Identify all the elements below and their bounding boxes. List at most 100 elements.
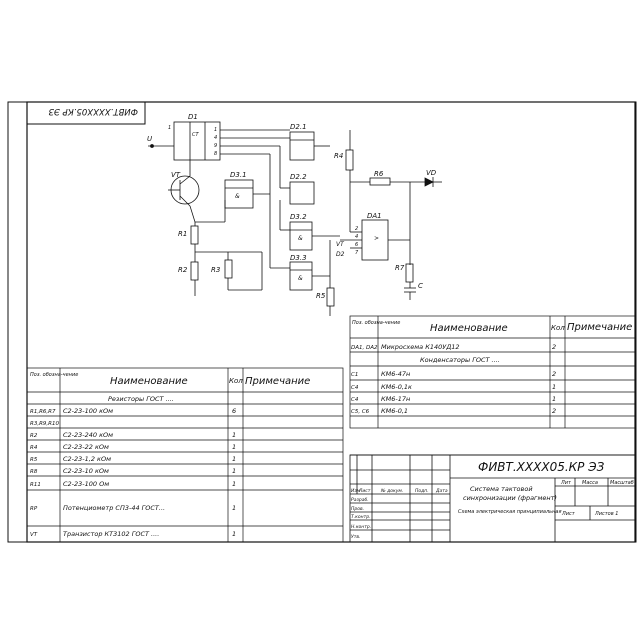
bom-right-qty: 2 (552, 370, 556, 378)
bom-left-h-pos: Поз. обозна-чение (30, 372, 78, 378)
schematic-labels: D1 CT 1 1 4 9 8 U VT D2.1 D2.2 D3.1 & D3… (147, 113, 437, 300)
bom-right-name: Конденсаторы ГОСТ .... (420, 356, 500, 364)
bom-left-name: Потенциометр СП3-44 ГОСТ... (63, 504, 165, 512)
d2-2-box (289, 181, 315, 205)
bom-left-name: Резисторы ГОСТ .... (108, 395, 174, 403)
bom-left-pos: R11 (30, 482, 41, 488)
label-da1-func: > (374, 235, 379, 242)
bom-left-qty: 1 (232, 455, 236, 463)
bom-left-name: С2-23-10 кОм (63, 467, 109, 475)
tb-role-nkontr: Н.контр. (351, 524, 371, 530)
r1 (190, 225, 199, 245)
bom-right-grid (349, 315, 637, 429)
label-da1: DA1 (367, 212, 382, 220)
label-u: U (147, 135, 152, 143)
bom-right-pos: C1 (351, 372, 358, 378)
bom-right-name: КМ6-17н (381, 395, 410, 403)
label-vt-side: VT (336, 241, 345, 248)
bom-left-pos: R5 (30, 457, 38, 463)
bom-right-text: Поз. обозна-чение Наименование Кол Приме… (352, 320, 632, 334)
r3 (224, 259, 233, 279)
label-vt: VT (171, 171, 181, 179)
bom-right-qty: 2 (552, 407, 556, 415)
label-d3-2: D3.2 (290, 213, 307, 221)
bom-left-qty: 1 (232, 431, 236, 439)
stamp-box (26, 101, 146, 125)
bom-left-name: С2-23-1,2 кОм (63, 455, 111, 463)
title-block-grid (349, 454, 637, 543)
label-d1-func: CT (192, 132, 199, 138)
bom-left-pos: VT (30, 532, 38, 538)
label-d2-side: D2 (336, 251, 345, 258)
tb-row-doc: № докум. (380, 488, 403, 494)
bom-right-name: КМ6-0,1к (381, 383, 412, 391)
label-vd: VD (426, 169, 437, 177)
label-d1-out-4: 4 (214, 135, 217, 141)
bom-right-h-name: Наименование (430, 323, 508, 334)
bom-left-pos: RP (30, 506, 38, 512)
schematic-lines (148, 121, 442, 316)
label-d1-out-1: 1 (214, 127, 217, 133)
tb-sheet: Лист (561, 511, 576, 517)
bom-left-name: С2-23-100 Ом (63, 480, 109, 488)
bom-left-pos: R1,R6,R7 (30, 409, 56, 415)
r5 (326, 287, 335, 307)
bom-left-h-qty: Кол (229, 377, 243, 385)
bom-left-rows: Резисторы ГОСТ .... R1,R6,R7 С2-23-100 кОм… (30, 395, 236, 538)
bom-right-h-note: Примечание (567, 322, 632, 333)
title-block-text: ФИВТ.ХХХХ05.КР ЭЗ Система тактовой синхр… (351, 460, 634, 540)
label-d3-1-func: & (235, 193, 240, 200)
tb-lit: Лит (560, 480, 572, 486)
bom-left-qty: 1 (232, 467, 236, 475)
tb-row-sign: Подп. (415, 488, 429, 494)
tb-role-prov: Пров. (351, 506, 364, 512)
bom-left-grid (26, 367, 344, 543)
bom-right-pos: C4 (351, 397, 359, 403)
label-d3-3: D3.3 (290, 254, 307, 262)
tb-scale: Масштаб (610, 480, 634, 486)
tb-role-tkontr: Т.контр. (351, 514, 371, 520)
bom-left-name: С2-23-240 кОм (63, 431, 113, 439)
label-c: C (418, 282, 423, 290)
bom-right-pos: DA1, DA2 (351, 345, 378, 351)
label-da1-pin-2: 2 (355, 226, 358, 232)
bom-left-qty: 1 (232, 480, 236, 488)
label-r4: R4 (334, 152, 343, 160)
bom-right-name: Микросхема К140УД12 (381, 343, 460, 351)
tb-sheets: Листов 1 (594, 511, 618, 517)
label-d2-1: D2.1 (290, 123, 307, 131)
tb-designation: ФИВТ.ХХХХ05.КР ЭЗ (478, 460, 605, 474)
bom-left-name: С2-23-22 кОм (63, 443, 109, 451)
bom-left-qty: 1 (232, 504, 236, 512)
bom-left-pos: R2 (30, 433, 38, 439)
tb-row-list: Лист (358, 488, 371, 494)
label-d1-out-8: 8 (214, 151, 217, 157)
label-r6: R6 (374, 170, 384, 178)
bom-left-text: Поз. обозна-чение Наименование Кол Приме… (30, 372, 310, 387)
tb-doc-type: Схема электрическая принципиальная (458, 509, 561, 515)
label-da1-pin-7: 7 (355, 250, 359, 256)
tb-role-utv: Утв. (351, 534, 360, 540)
d1-box (173, 121, 221, 161)
r6 (369, 177, 391, 186)
r7 (405, 263, 414, 283)
bom-right-pos: C5, C6 (351, 409, 370, 415)
label-r1: R1 (178, 230, 187, 238)
label-da1-pin-4: 4 (355, 234, 358, 240)
bom-right-h-qty: Кол (551, 324, 565, 332)
label-r5: R5 (316, 292, 326, 300)
label-d3-2-func: & (298, 235, 303, 242)
r2 (190, 261, 199, 281)
label-d2-2: D2.2 (290, 173, 307, 181)
tb-mass: Масса (582, 480, 598, 486)
tb-title-2: синхронизации (фрагмент) (463, 494, 557, 502)
bom-left-pos: R8 (30, 469, 38, 475)
bom-left-name: С2-23-100 кОм (63, 407, 113, 415)
bom-left-h-name: Наименование (110, 376, 188, 387)
bom-left-h-note: Примечание (245, 376, 310, 387)
bom-right-qty: 1 (552, 383, 556, 391)
bom-left-qty: 1 (232, 443, 236, 451)
